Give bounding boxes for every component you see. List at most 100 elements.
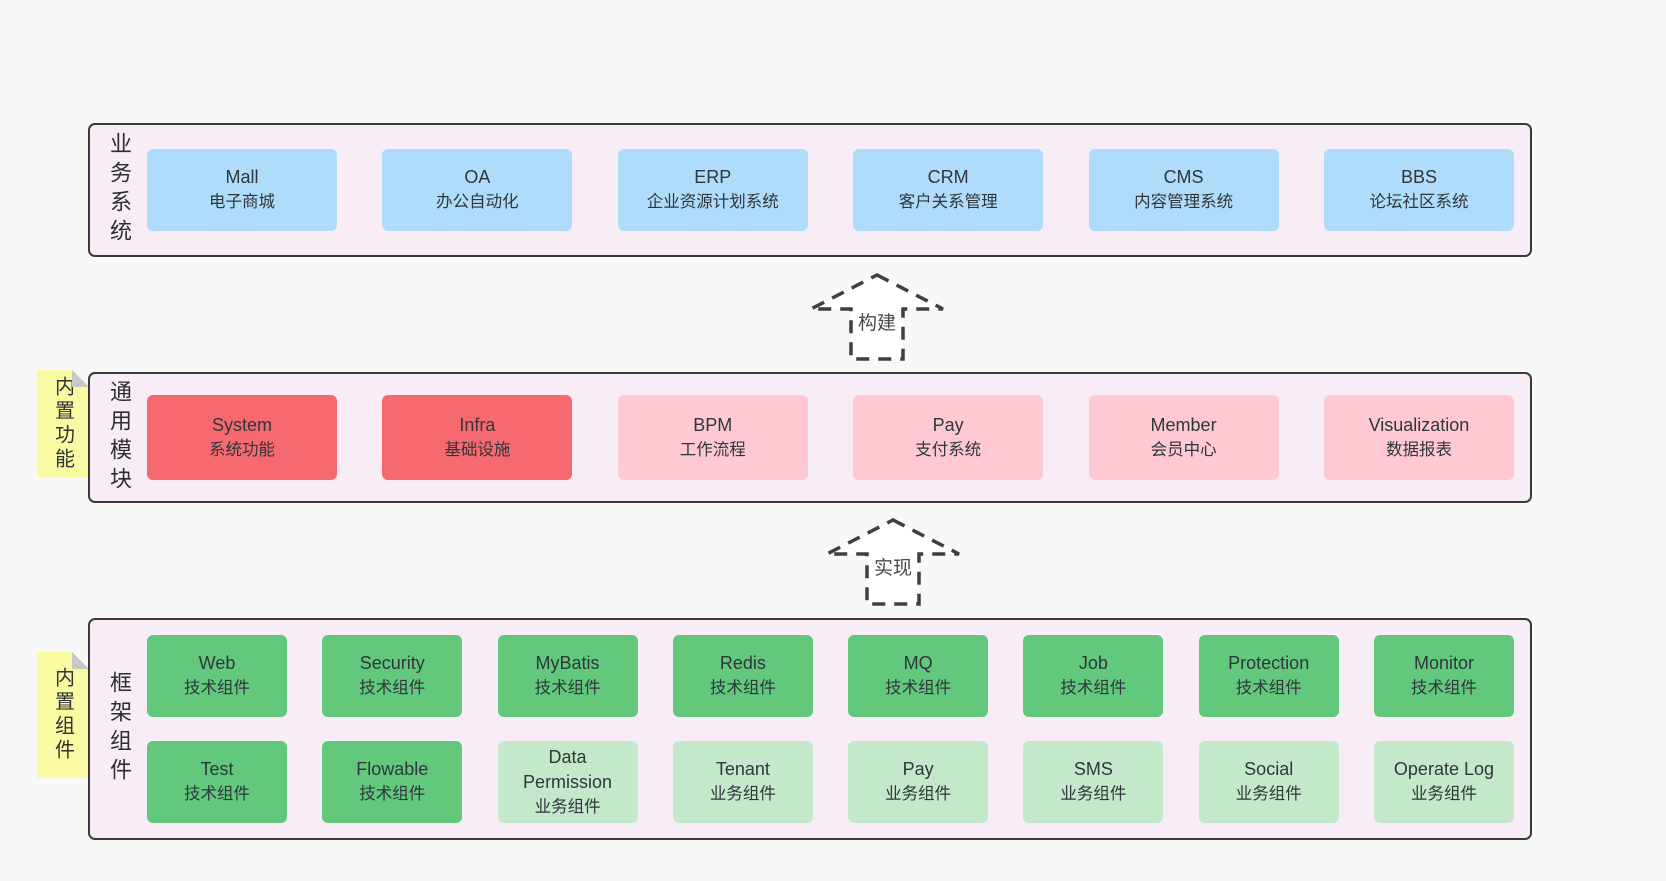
- box-desc: 办公自动化: [436, 193, 519, 211]
- box-flowable: Flowable 技术组件: [322, 741, 463, 823]
- box-name: MQ: [903, 653, 933, 673]
- box-desc: 业务组件: [1060, 785, 1127, 803]
- box-name: CMS: [1163, 167, 1204, 187]
- section-label-modules: 通用模块: [107, 379, 132, 496]
- box-test: Test 技术组件: [147, 741, 287, 823]
- box-desc: 业务组件: [885, 785, 952, 803]
- box-name: Visualization: [1368, 414, 1470, 435]
- box-name: Security: [359, 653, 425, 673]
- box-redis: Redis 技术组件: [672, 635, 813, 717]
- box-name: SMS: [1073, 759, 1113, 779]
- box-name: Test: [200, 759, 234, 779]
- box-job: Job 技术组件: [1023, 635, 1164, 717]
- box-system: System 系统功能: [147, 395, 337, 480]
- box-desc: 业务组件: [1410, 785, 1477, 803]
- box-desc: 业务组件: [709, 785, 776, 803]
- arrow-label-build: 构建: [853, 311, 901, 337]
- box-name: Member: [1150, 414, 1217, 435]
- box-social: Social 业务组件: [1198, 741, 1339, 823]
- box-mybatis: MyBatis 技术组件: [497, 635, 638, 717]
- box-sms: SMS 业务组件: [1023, 741, 1164, 823]
- box-oa: OA 办公自动化: [382, 149, 573, 231]
- box-erp: ERP 企业资源计划系统: [617, 149, 808, 231]
- box-desc: 技术组件: [359, 785, 426, 803]
- box-pay: Pay 业务组件: [848, 741, 989, 823]
- box-row-business: Mall 电子商城 OA 办公自动化 ERP 企业资源计划系统 CRM 客户关系管理 CMS 内容…: [147, 125, 1514, 255]
- sticky-note-builtin-features: 内置功能: [37, 370, 89, 477]
- box-crm: CRM 客户关系管理: [853, 149, 1044, 231]
- box-name: ERP: [694, 167, 732, 187]
- box-name: CRM: [927, 167, 969, 187]
- box-name: BPM: [693, 414, 733, 435]
- box-web: Web 技术组件: [147, 635, 287, 717]
- box-name: Pay: [902, 759, 934, 779]
- box-pay: Pay 支付系统: [853, 395, 1044, 480]
- box-desc: 论坛社区系统: [1369, 193, 1469, 211]
- box-member: Member 会员中心: [1088, 395, 1279, 480]
- box-desc: 业务组件: [534, 797, 601, 816]
- box-name: Operate Log: [1393, 759, 1494, 779]
- dashed-up-arrow-build: 构建: [805, 271, 949, 363]
- box-desc: 技术组件: [1410, 679, 1477, 697]
- box-desc: 技术组件: [359, 679, 426, 697]
- box-name: System: [211, 414, 272, 435]
- box-desc: 电子商城: [209, 193, 275, 211]
- box-security: Security 技术组件: [322, 635, 463, 717]
- box-name: Data Permission: [523, 746, 613, 792]
- box-name: Social: [1244, 759, 1294, 779]
- box-desc: 基础设施: [444, 440, 511, 459]
- section-label-components: 框架组件: [107, 671, 132, 787]
- box-name: MyBatis: [535, 653, 600, 673]
- box-name: Job: [1078, 653, 1108, 673]
- arrow-label-implement: 实现: [869, 556, 917, 582]
- box-desc: 技术组件: [534, 679, 601, 697]
- box-desc: 工作流程: [679, 440, 746, 459]
- box-name: Pay: [932, 414, 964, 435]
- box-name: Protection: [1228, 653, 1310, 673]
- box-bbs: BBS 论坛社区系统: [1323, 149, 1514, 231]
- box-name: Mall: [225, 167, 259, 187]
- section-label-business: 业务系统: [107, 132, 132, 248]
- box-name: Redis: [719, 653, 766, 673]
- box-name: Flowable: [356, 759, 429, 779]
- box-desc: 支付系统: [915, 440, 982, 459]
- box-mall: Mall 电子商城: [147, 149, 337, 231]
- sticky-note-text: 内置功能: [51, 375, 74, 472]
- box-visualization: Visualization 数据报表: [1323, 395, 1514, 480]
- box-desc: 企业资源计划系统: [646, 193, 779, 211]
- box-data-permission: Data Permission 业务组件: [497, 741, 638, 823]
- box-desc: 业务组件: [1235, 785, 1302, 803]
- box-cms: CMS 内容管理系统: [1088, 149, 1279, 231]
- box-desc: 技术组件: [184, 679, 250, 697]
- box-name: Web: [198, 653, 236, 673]
- sticky-note-text: 内置组件: [51, 667, 74, 763]
- sticky-note-builtin-components: 内置组件: [37, 652, 89, 778]
- dashed-up-arrow-implement: 实现: [821, 516, 965, 608]
- box-name: OA: [464, 167, 491, 187]
- box-name: Monitor: [1413, 653, 1474, 673]
- box-bpm: BPM 工作流程: [617, 395, 808, 480]
- box-desc: 系统功能: [209, 440, 275, 459]
- box-desc: 会员中心: [1150, 440, 1217, 459]
- box-desc: 技术组件: [709, 679, 776, 697]
- box-desc: 内容管理系统: [1134, 193, 1234, 211]
- box-name: BBS: [1400, 167, 1437, 187]
- panel-business-systems: 业务系统 Mall 电子商城 OA 办公自动化 ERP 企业资源计划系统 CRM 客户关系管理…: [88, 123, 1532, 257]
- box-monitor: Monitor 技术组件: [1373, 635, 1514, 717]
- box-desc: 数据报表: [1385, 440, 1452, 459]
- box-desc: 技术组件: [184, 785, 250, 803]
- box-desc: 客户关系管理: [898, 193, 998, 211]
- box-operate-log: Operate Log 业务组件: [1373, 741, 1514, 823]
- box-desc: 技术组件: [1060, 679, 1127, 697]
